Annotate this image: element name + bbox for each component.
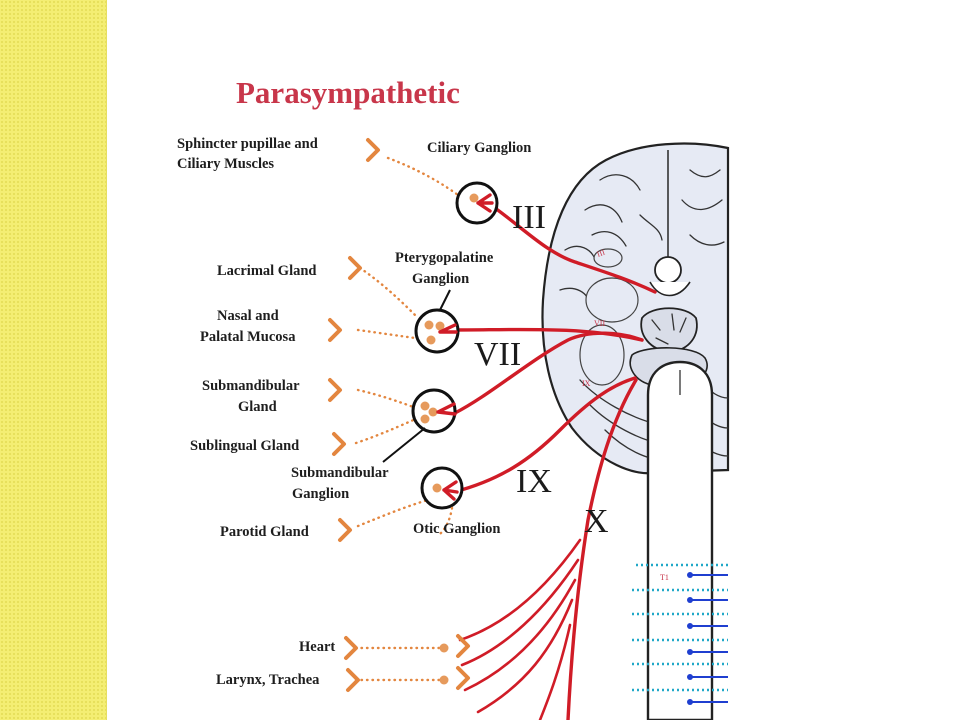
label-submandibular-gland-1: Submandibular xyxy=(202,378,300,394)
submandibular-ganglion xyxy=(411,388,457,434)
otic-ganglion xyxy=(420,466,464,510)
target-labels: Sphincter pupillae and Ciliary Muscles L… xyxy=(177,136,335,688)
pterygopalatine-leader-line xyxy=(439,289,451,311)
otic-leader-line xyxy=(438,506,454,536)
ciliary-ganglion xyxy=(455,181,499,225)
label-heart: Heart xyxy=(299,639,335,655)
label-submandibular-gland-2: Gland xyxy=(238,399,277,415)
svg-text:III: III xyxy=(596,248,607,259)
ganglion-labels: Ciliary Ganglion Pterygopalatine Ganglio… xyxy=(291,140,531,537)
label-submandibular-ganglion-1: Submandibular xyxy=(291,465,389,481)
spinal-nerve-lines xyxy=(687,572,728,705)
svg-text:VII: VII xyxy=(594,319,605,328)
diagram-title: Parasympathetic xyxy=(236,75,460,110)
nerve-label-x: X xyxy=(584,503,609,540)
label-pterygopalatine: Pterygopalatine xyxy=(395,250,494,266)
nerve-label-iii: III xyxy=(512,199,546,236)
glossopharyngeal-nerve-path xyxy=(452,376,637,494)
nerve-label-ix: IX xyxy=(516,463,552,500)
spinal-cord: T1 xyxy=(632,360,728,720)
dotted-pathways xyxy=(354,156,464,682)
label-ciliary-muscles: Ciliary Muscles xyxy=(177,156,274,172)
label-ciliary-ganglion: Ciliary Ganglion xyxy=(427,140,531,156)
decorative-side-bar xyxy=(0,0,107,720)
label-larynx-trachea: Larynx, Trachea xyxy=(216,672,320,688)
label-sphincter-pupillae: Sphincter pupillae and xyxy=(177,136,318,152)
oculomotor-nerve-path xyxy=(486,201,657,294)
target-chevrons xyxy=(328,138,470,692)
nerve-pathways xyxy=(450,201,657,720)
label-otic-ganglion: Otic Ganglion xyxy=(413,521,500,537)
label-palatal-mucosa: Palatal Mucosa xyxy=(200,329,296,345)
submandibular-leader-line xyxy=(382,427,426,463)
facial-nerve-branch xyxy=(453,331,644,415)
svg-text:IX: IX xyxy=(582,379,591,388)
label-nasal: Nasal and xyxy=(217,308,279,324)
cranial-nerve-numerals: III VII IX X xyxy=(474,199,609,540)
label-parotid-gland: Parotid Gland xyxy=(220,524,309,540)
pterygopalatine-ganglion xyxy=(414,308,460,354)
svg-text:T1: T1 xyxy=(660,573,669,582)
label-submandibular-ganglion-2: Ganglion xyxy=(292,486,349,502)
label-sublingual-gland: Sublingual Gland xyxy=(190,438,299,454)
label-pterygopalatine-ganglion: Ganglion xyxy=(412,271,469,287)
nerve-label-vii: VII xyxy=(474,336,521,373)
label-lacrimal-gland: Lacrimal Gland xyxy=(217,263,317,279)
vagus-nerve-main xyxy=(566,378,638,720)
